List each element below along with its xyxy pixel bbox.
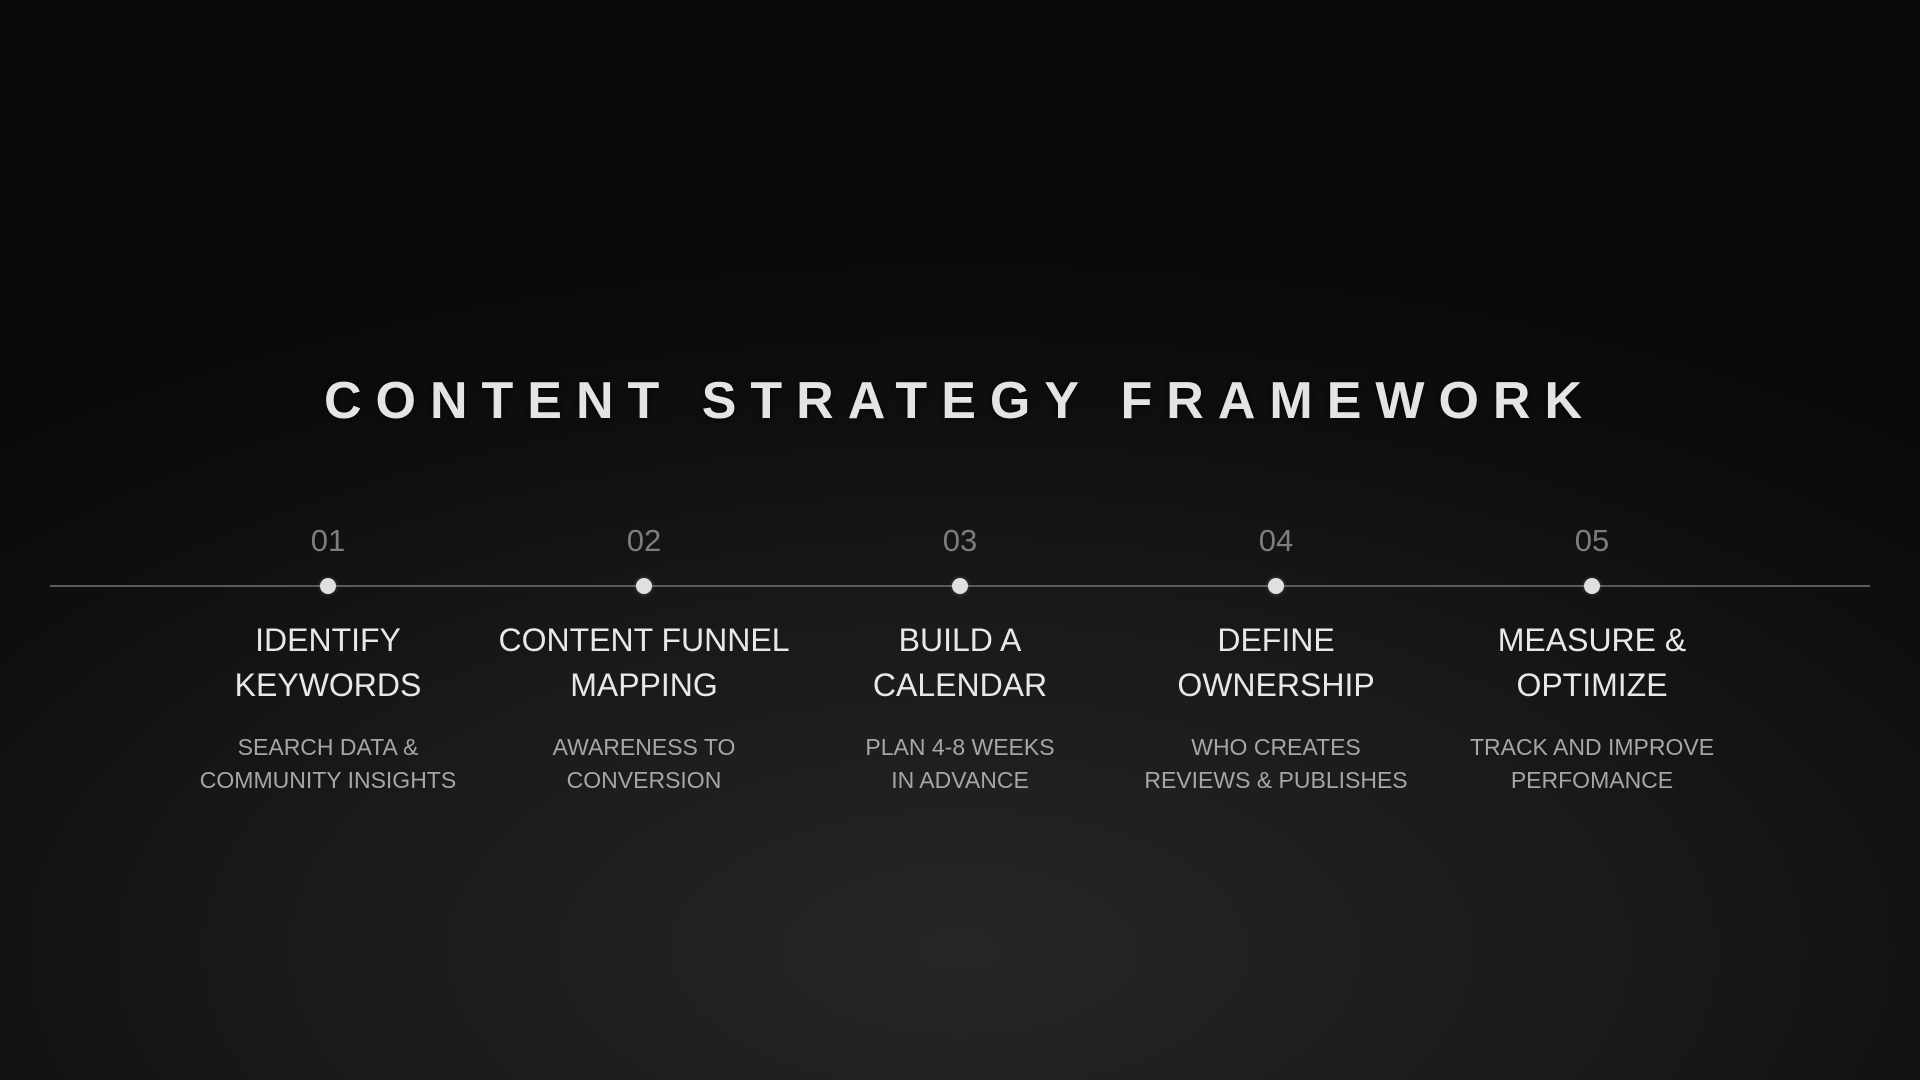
step-heading-line: BUILD A	[898, 622, 1022, 658]
step-heading: MEASURE & OPTIMIZE	[1424, 618, 1760, 708]
step-heading-line: CONTENT FUNNEL	[498, 622, 790, 658]
step-description-line: REVIEWS & PUBLISHES	[1144, 767, 1408, 793]
step-heading-line: DEFINE	[1217, 622, 1335, 658]
step-description: AWARENESS TO CONVERSION	[476, 731, 812, 797]
step-heading: DEFINE OWNERSHIP	[1108, 618, 1444, 708]
step-number: 05	[1574, 523, 1610, 558]
step-number: 01	[310, 523, 346, 558]
step-heading-line: MEASURE &	[1497, 622, 1687, 658]
slide-title: CONTENT STRATEGY FRAMEWORK	[323, 372, 1597, 430]
step-heading: CONTENT FUNNEL MAPPING	[476, 618, 812, 708]
step-number: 03	[942, 523, 978, 558]
step-description-line: PERFOMANCE	[1510, 767, 1674, 793]
step-description-line: WHO CREATES	[1191, 734, 1361, 760]
step-heading-line: CALENDAR	[872, 667, 1048, 703]
step-heading-line: IDENTIFY	[255, 622, 401, 658]
step-number: 04	[1258, 523, 1294, 558]
timeline-dot	[952, 578, 968, 594]
step-description-line: TRACK AND IMPROVE	[1469, 734, 1715, 760]
step-heading: BUILD A CALENDAR	[792, 618, 1128, 708]
step-heading-line: OPTIMIZE	[1516, 667, 1668, 703]
step-description: SEARCH DATA & COMMUNITY INSIGHTS	[160, 731, 496, 797]
step-description-line: COMMUNITY INSIGHTS	[199, 767, 457, 793]
timeline-dot	[1268, 578, 1284, 594]
step-description: WHO CREATES REVIEWS & PUBLISHES	[1108, 731, 1444, 797]
step-heading-line: MAPPING	[570, 667, 718, 703]
timeline-dot	[636, 578, 652, 594]
step-heading-line: OWNERSHIP	[1177, 667, 1375, 703]
step-description-line: PLAN 4-8 WEEKS	[865, 734, 1055, 760]
timeline-dot	[1584, 578, 1600, 594]
step-description-line: SEARCH DATA &	[237, 734, 419, 760]
step-description-line: IN ADVANCE	[891, 767, 1029, 793]
step-description-line: CONVERSION	[566, 767, 722, 793]
step-heading: IDENTIFY KEYWORDS	[160, 618, 496, 708]
step-description: PLAN 4-8 WEEKS IN ADVANCE	[792, 731, 1128, 797]
step-heading-line: KEYWORDS	[234, 667, 422, 703]
timeline-dot	[320, 578, 336, 594]
step-description-line: AWARENESS TO	[552, 734, 736, 760]
step-number: 02	[626, 523, 662, 558]
step-description: TRACK AND IMPROVE PERFOMANCE	[1424, 731, 1760, 797]
